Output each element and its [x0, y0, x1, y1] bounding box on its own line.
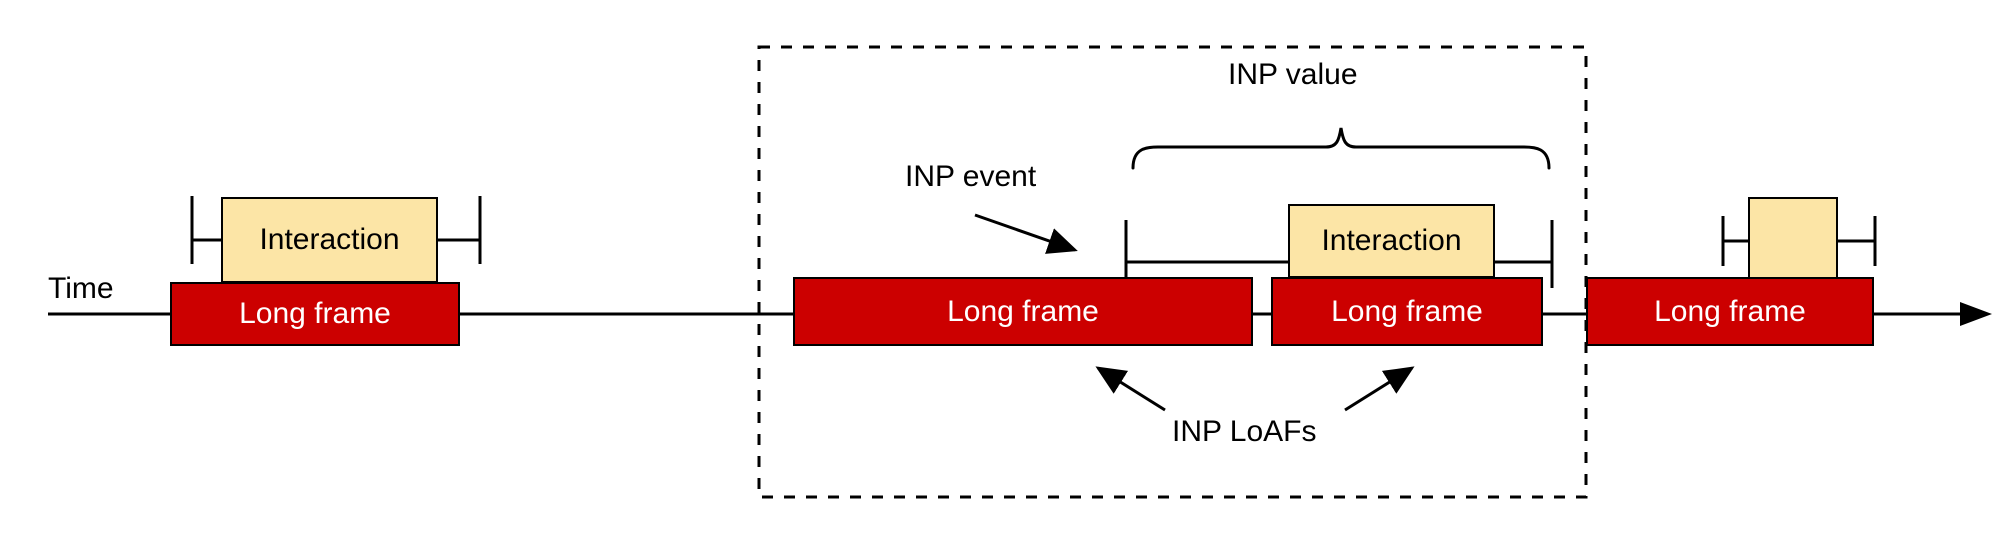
inp-loafs-label: INP LoAFs [1172, 415, 1317, 448]
long-frame-label: Long frame [947, 294, 1099, 328]
long-frame-2: Long frame [793, 277, 1253, 346]
time-axis-arrowhead [1960, 302, 1992, 326]
inp-event-arrow [974, 213, 1078, 254]
interaction-label: Interaction [259, 223, 400, 256]
inp-loafs-arrow-right [1344, 366, 1415, 412]
long-frame-1: Long frame [170, 282, 460, 346]
inp-loafs-arrow-left [1095, 366, 1166, 412]
interaction-label: Interaction [1321, 224, 1462, 257]
inp-value-label: INP value [1228, 58, 1358, 91]
interaction-bracket-3 [1721, 216, 1877, 266]
inp-event-bracket [1124, 220, 1554, 288]
long-frame-label: Long frame [239, 297, 391, 330]
time-axis-label: Time [48, 272, 114, 305]
inp-value-brace [1131, 127, 1551, 170]
long-frame-label: Long frame [1654, 294, 1806, 328]
interaction-box-3 [1748, 197, 1838, 279]
interaction-bracket-1 [190, 196, 482, 264]
long-frame-4: Long frame [1586, 277, 1874, 346]
interaction-box-1: Interaction [221, 197, 438, 283]
long-frame-label: Long frame [1331, 294, 1483, 328]
interaction-box-2: Interaction [1288, 204, 1495, 278]
inp-event-label: INP event [905, 160, 1037, 193]
long-frame-3: Long frame [1271, 277, 1543, 346]
